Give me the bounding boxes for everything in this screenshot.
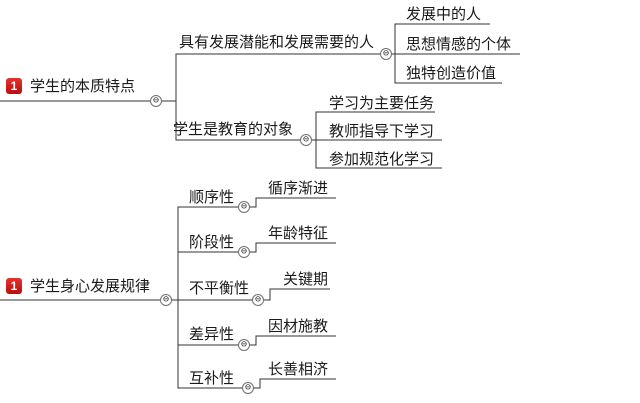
leaf-age-characteristics[interactable]: 年龄特征 — [268, 224, 329, 242]
topic-student-nature[interactable]: 学生的本质特点 — [30, 77, 136, 95]
collapse-toggle-icon[interactable]: ⊖ — [238, 246, 250, 258]
topic-number-badge: 1 — [6, 278, 22, 294]
connector-line — [253, 378, 336, 389]
leaf-critical-period[interactable]: 关键期 — [283, 270, 329, 288]
subtopic-sequential[interactable]: 顺序性 — [189, 188, 235, 206]
topic-development-laws[interactable]: 学生身心发展规律 — [30, 277, 151, 295]
leaf-standardized-learning[interactable]: 参加规范化学习 — [329, 150, 435, 168]
collapse-toggle-icon[interactable]: ⊖ — [300, 134, 312, 146]
leaf-developing-person[interactable]: 发展中的人 — [406, 5, 482, 23]
topic-number-badge: 1 — [6, 78, 22, 94]
collapse-toggle-icon[interactable]: ⊖ — [242, 382, 254, 394]
leaf-emotional-individual[interactable]: 思想情感的个体 — [406, 35, 512, 53]
subtopic-stage[interactable]: 阶段性 — [189, 233, 235, 251]
connector-line — [160, 53, 380, 102]
collapse-toggle-icon[interactable]: ⊖ — [150, 95, 162, 107]
collapse-toggle-icon[interactable]: ⊖ — [252, 294, 264, 306]
connector-line — [249, 242, 336, 253]
collapse-toggle-icon[interactable]: ⊖ — [380, 48, 392, 60]
collapse-toggle-icon[interactable]: ⊖ — [160, 294, 172, 306]
leaf-learning-main-task[interactable]: 学习为主要任务 — [329, 94, 435, 112]
collapse-toggle-icon[interactable]: ⊖ — [238, 201, 250, 213]
leaf-unique-creative-value[interactable]: 独特创造价值 — [406, 64, 497, 82]
connector-line — [394, 54, 502, 84]
connector-line — [177, 300, 242, 389]
leaf-step-by-step[interactable]: 循序渐进 — [268, 179, 329, 197]
subtopic-imbalance[interactable]: 不平衡性 — [189, 279, 250, 297]
subtopic-development-potential[interactable]: 具有发展潜能和发展需要的人 — [179, 33, 375, 51]
connector-line — [172, 206, 238, 301]
leaf-individualized-teaching[interactable]: 因材施教 — [268, 317, 329, 335]
connector-line — [315, 140, 442, 169]
connector-line — [175, 101, 300, 141]
subtopic-education-object[interactable]: 学生是教育的对象 — [173, 120, 294, 138]
subtopic-complementary[interactable]: 互补性 — [189, 369, 235, 387]
connector-line — [263, 288, 330, 301]
connector-line — [249, 197, 336, 208]
leaf-complement-strengths[interactable]: 长善相济 — [268, 360, 329, 378]
collapse-toggle-icon[interactable]: ⊖ — [238, 339, 250, 351]
connector-line — [249, 335, 336, 346]
subtopic-difference[interactable]: 差异性 — [189, 325, 235, 343]
leaf-teacher-guided-learning[interactable]: 教师指导下学习 — [329, 122, 435, 140]
